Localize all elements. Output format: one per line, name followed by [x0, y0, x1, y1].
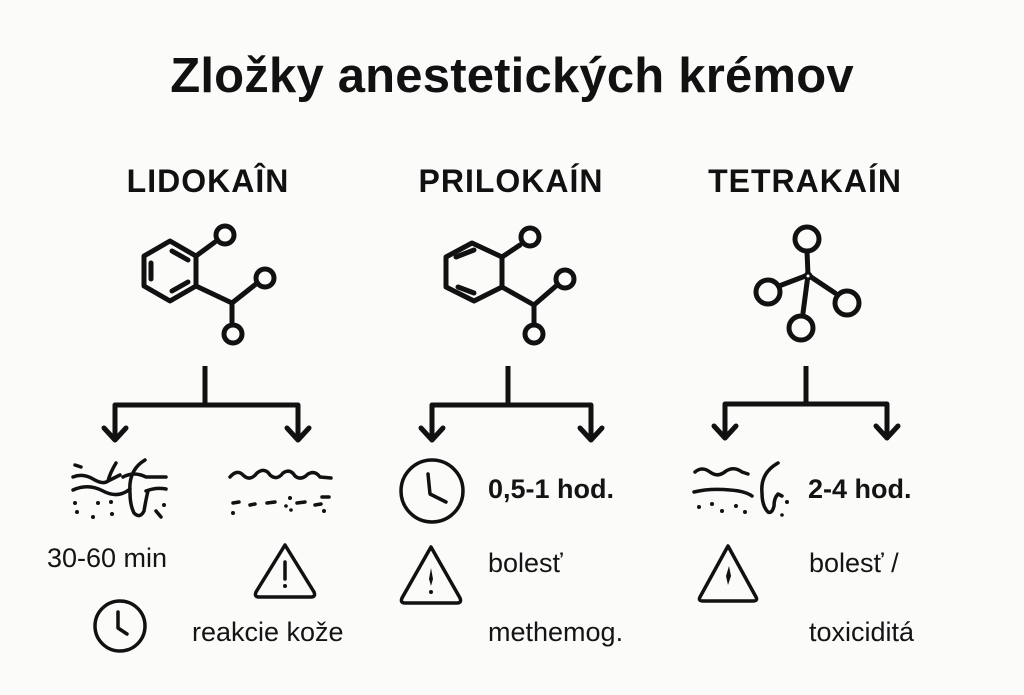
clock-icon: [399, 458, 465, 524]
clock-icon: [93, 599, 147, 653]
skin-layers-hair-follicle-icon: [692, 461, 789, 517]
page-title: Zložky anestetických krémov: [170, 49, 854, 103]
benzene-molecule-icon: [141, 223, 277, 346]
side-effect-prilokain-2: methemog.: [488, 617, 624, 647]
cyclohexadiene-molecule-icon: [443, 225, 577, 346]
star-molecule-icon: [753, 224, 862, 343]
onset-time-tetrakain: 2-4 hod.: [808, 474, 912, 504]
side-effect-tetrakain-1: bolesť /: [809, 548, 899, 578]
drug-name-prilokain: PRILOKAÍN: [418, 163, 604, 199]
drug-name-lidokain: LIDOKAÎN: [126, 163, 290, 199]
warning-triangle-icon: [697, 544, 759, 603]
branch-connector-prilokain: [418, 366, 605, 443]
skin-surface-icon: [228, 468, 333, 515]
branch-connector-lidokain: [101, 366, 312, 443]
drug-name-tetrakain: TETRAKAÍN: [708, 163, 902, 199]
onset-time-prilokain: 0,5-1 hod.: [488, 474, 615, 504]
side-effect-prilokain-1: bolesť: [488, 548, 563, 578]
branch-connector-tetrakain: [711, 366, 901, 441]
side-effect-tetrakain-2: toxiciditá: [809, 617, 915, 647]
onset-time-lidokain: 30-60 min: [47, 543, 168, 573]
skin-layers-hair-follicle-icon: [71, 458, 168, 519]
side-effect-lidokain: reakcie kože: [192, 617, 344, 647]
warning-triangle-icon: [253, 543, 317, 599]
warning-triangle-icon: [399, 545, 463, 605]
